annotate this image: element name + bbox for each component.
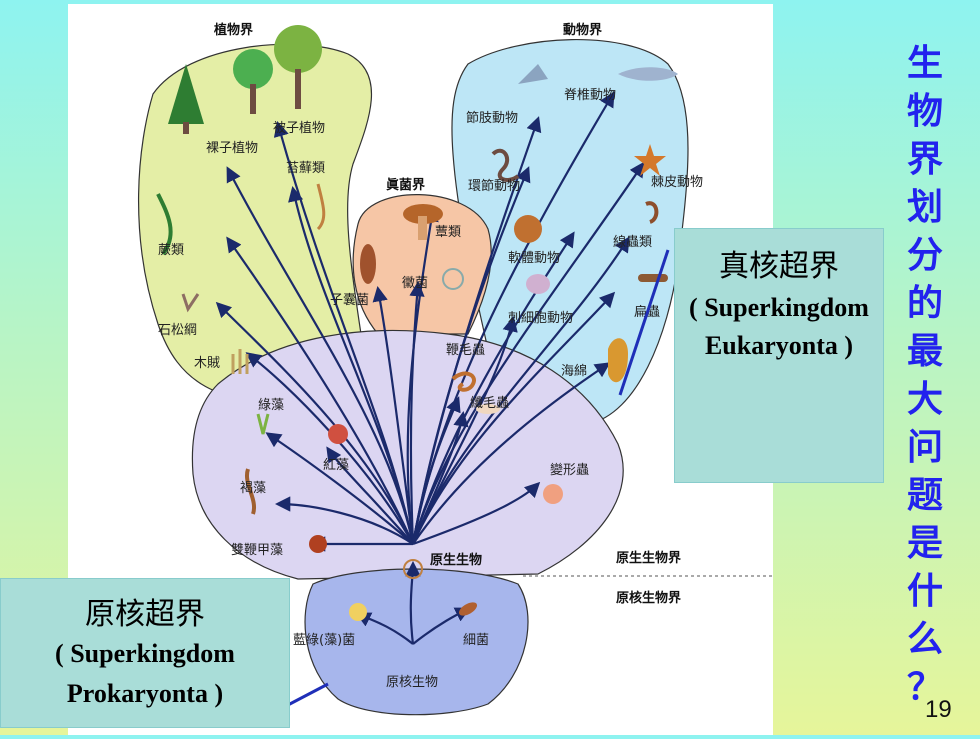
eukaryota-callout: 真核超界 ( Superkingdom Eukaryonta ): [674, 228, 884, 483]
title-char: 物: [906, 91, 943, 132]
title-char: 最: [906, 331, 943, 372]
label-mollusks: 軟體動物: [508, 250, 560, 266]
label-ferns: 蕨類: [158, 243, 184, 258]
eukaryota-cn-label: 真核超界: [719, 249, 839, 284]
label-mushrooms: 蕈類: [435, 224, 461, 240]
label-gymnosperms: 裸子植物: [206, 141, 258, 156]
title-char: 问: [906, 427, 943, 468]
title-char: 题: [906, 475, 943, 516]
prokaryota-cn-label: 原核超界: [85, 597, 205, 632]
label-green-algae: 綠藻: [258, 398, 284, 413]
label-cyanobacteria: 藍綠(藻)菌: [293, 633, 355, 648]
label-bryophytes: 苔蘚類: [286, 161, 325, 176]
prokaryota-en-line2: Prokaryonta ): [66, 679, 224, 708]
label-flatworms: 扁蟲: [634, 305, 660, 320]
label-sponges: 海綿: [561, 364, 587, 379]
title-char: 界: [906, 139, 943, 180]
label-prokaryotes: 原核生物: [386, 675, 438, 690]
slide-title-vertical: 生 物 界 划 分 的 最 大 问 题 是 什 么 ？: [895, 40, 955, 712]
label-arthropods: 節肢動物: [466, 110, 518, 126]
kingdom-label-monera: 原核生物界: [616, 590, 681, 606]
label-protists: 原生生物: [430, 552, 482, 568]
label-vertebrates: 脊椎動物: [564, 88, 616, 103]
title-char: 什: [906, 571, 943, 612]
title-char: 么: [906, 619, 943, 660]
eukaryota-en-label: ( Superkingdom Eukaryonta ): [689, 293, 869, 360]
title-char: ？: [906, 667, 943, 708]
title-char: 是: [906, 523, 943, 564]
label-dinoflagellates: 雙鞭甲藻: [231, 543, 283, 558]
label-lycopods: 石松綱: [158, 323, 197, 338]
label-angiosperms: 被子植物: [273, 121, 325, 136]
label-red-algae: 紅藻: [323, 458, 349, 473]
label-ciliates: 纖毛蟲: [470, 396, 509, 411]
title-char: 划: [906, 187, 943, 228]
title-char: 分: [906, 235, 943, 276]
kingdom-label-fungi: 眞菌界: [386, 177, 425, 193]
label-flagellates: 鞭毛蟲: [446, 343, 485, 358]
kingdom-label-protista: 原生生物界: [616, 550, 681, 566]
label-brown-algae: 褐藻: [240, 481, 266, 496]
kingdom-label-plants: 植物界: [213, 22, 253, 38]
title-char: 大: [906, 379, 943, 420]
label-ascomycetes: 子囊菌: [330, 292, 369, 308]
phylogeny-arrows: [215, 91, 645, 645]
prokaryota-callout: 原核超界 ( Superkingdom Prokaryonta ): [0, 578, 290, 728]
label-echinoderms: 棘皮動物: [651, 175, 703, 190]
label-molds: 黴菌: [402, 276, 428, 291]
kingdom-label-animals: 動物界: [563, 22, 602, 38]
label-amoeba: 變形蟲: [550, 462, 589, 478]
label-nematodes: 線蟲類: [613, 234, 652, 250]
page-number: 19: [925, 696, 952, 723]
label-horsetails: 木賊: [194, 356, 220, 371]
label-cnidarians: 刺細胞動物: [508, 311, 573, 326]
label-bacteria: 細菌: [463, 633, 489, 648]
title-char: 生: [906, 43, 943, 84]
title-char: 的: [906, 283, 943, 324]
prokaryota-en-line1: ( Superkingdom: [55, 639, 235, 668]
label-annelids: 環節動物: [468, 179, 520, 194]
